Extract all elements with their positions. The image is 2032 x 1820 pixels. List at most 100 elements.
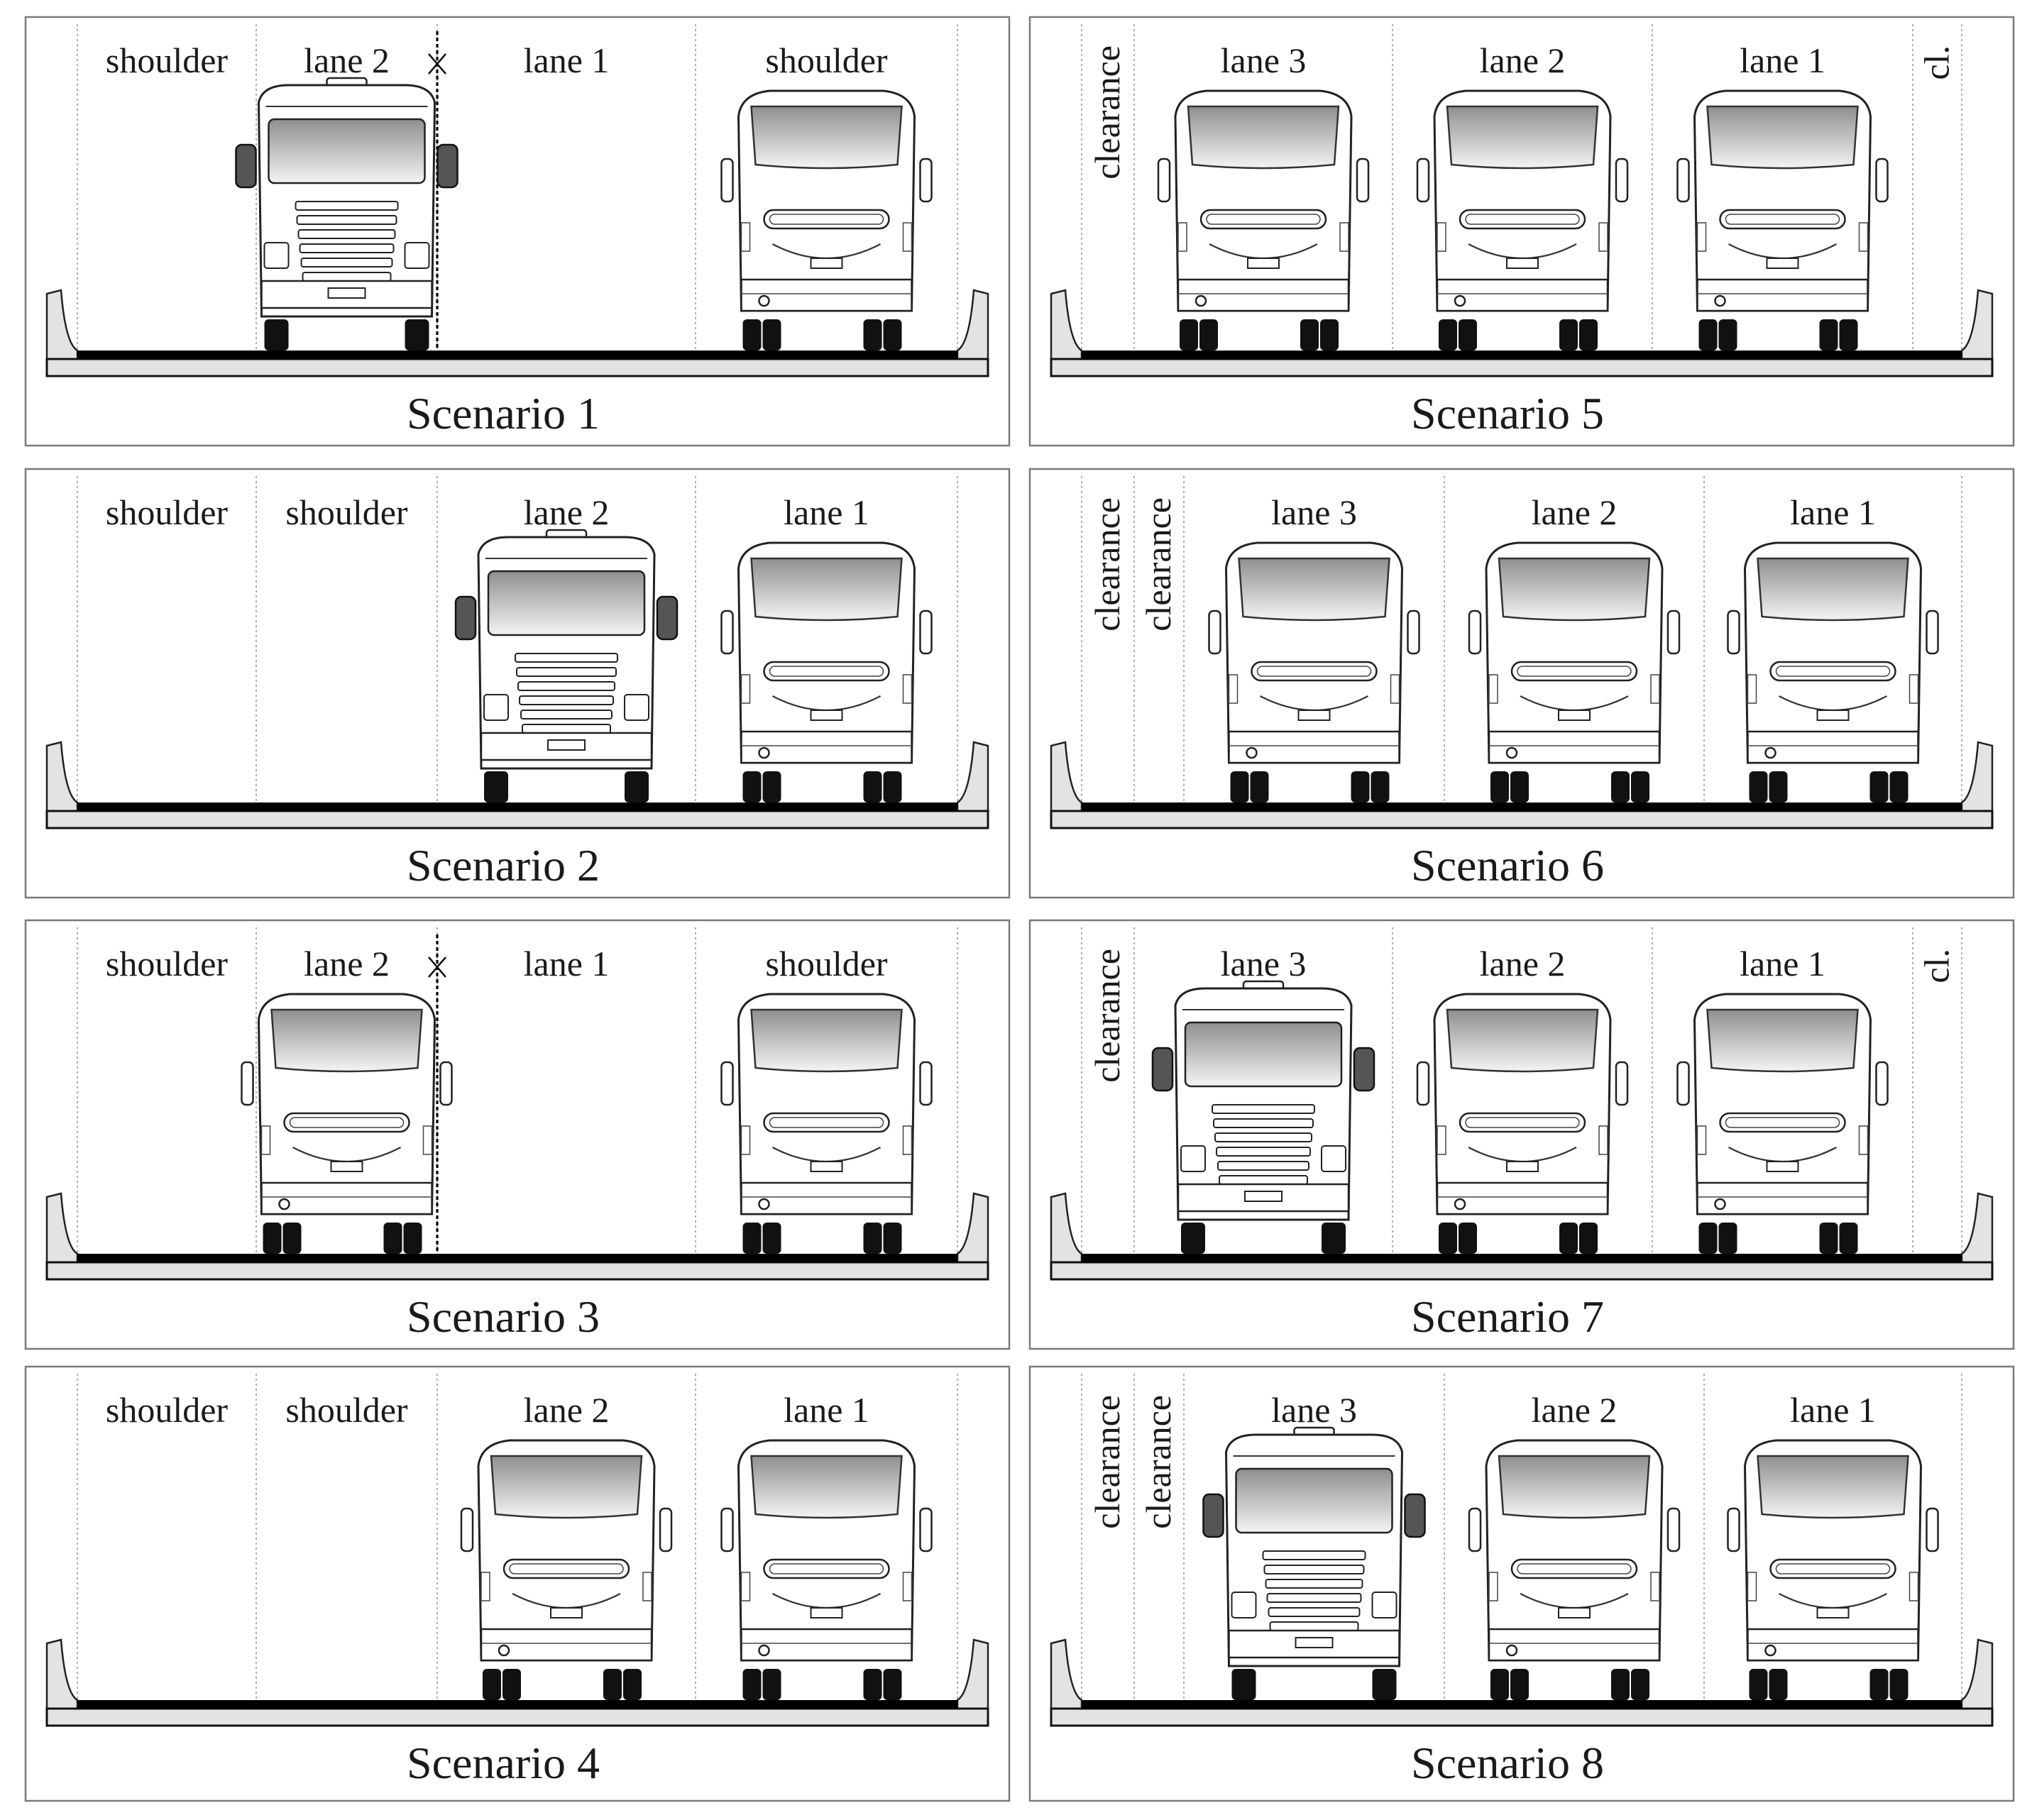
lane-label: lane 2 xyxy=(304,40,390,80)
lane-label: lane 3 xyxy=(1221,944,1307,983)
lane-label: lane 2 xyxy=(1480,944,1566,983)
scenario-caption: Scenario 7 xyxy=(1411,1291,1604,1342)
truck-front-icon xyxy=(1202,1426,1426,1700)
lane-label: shoulder xyxy=(285,1390,408,1430)
scenario-panel: shoulder shoulder lane 2 lane 1 Scenario 4 xyxy=(24,1365,1011,1802)
bus-front-icon xyxy=(1157,89,1370,351)
left-barrier xyxy=(45,289,79,360)
lane-label: lane 2 xyxy=(304,944,390,983)
scenario-panel: clearance lane 3 lane 2 lane 1 cl. Scenario 5 xyxy=(1028,16,2015,447)
scenario-panel: clearance lane 3 lane 2 lane 1 cl. Scenario 7 xyxy=(1028,919,2015,1350)
lane-label: lane 1 xyxy=(1740,40,1825,80)
right-barrier xyxy=(956,741,989,812)
road-surface xyxy=(1082,803,1962,811)
scenario-caption: Scenario 1 xyxy=(407,388,600,439)
center-line-marker-icon xyxy=(428,53,446,75)
lane-label: lane 2 xyxy=(1480,40,1566,80)
lane-label: cl. xyxy=(1917,45,1957,80)
lane-label: shoulder xyxy=(106,492,229,532)
lane-label: shoulder xyxy=(106,1390,229,1430)
lane-label: lane 2 xyxy=(1532,492,1618,532)
lane-label: lane 1 xyxy=(524,944,610,983)
road-surface xyxy=(77,1254,957,1262)
right-barrier xyxy=(1960,1192,1994,1264)
right-barrier xyxy=(1960,1638,1994,1710)
road-slab xyxy=(1050,810,1994,829)
lane-label: lane 2 xyxy=(1532,1390,1618,1430)
lane-label: clearance xyxy=(1138,497,1178,632)
bus-front-icon xyxy=(1676,993,1889,1254)
road-slab xyxy=(1050,1707,1994,1727)
road-surface xyxy=(1082,1700,1962,1709)
road-surface xyxy=(1082,1254,1962,1262)
lane-label: clearance xyxy=(1087,1395,1127,1529)
scenario-caption: Scenario 5 xyxy=(1411,388,1604,439)
lane-label: lane 2 xyxy=(524,492,610,532)
bus-front-icon xyxy=(1416,993,1629,1254)
bus-front-icon xyxy=(241,993,453,1254)
left-barrier xyxy=(45,1192,79,1264)
road-surface xyxy=(77,1700,957,1709)
lane-label: shoulder xyxy=(106,944,229,983)
scenario-panel: shoulder shoulder lane 2 lane 1 Scenario 2 xyxy=(24,468,1011,899)
lane-label: lane 1 xyxy=(524,40,610,80)
lane-label: lane 1 xyxy=(1740,944,1825,983)
bus-front-icon xyxy=(460,1439,673,1700)
right-barrier xyxy=(1960,289,1994,360)
scenario-caption: Scenario 8 xyxy=(1411,1738,1604,1788)
right-barrier xyxy=(956,1638,989,1710)
lane-label: cl. xyxy=(1917,949,1957,983)
lane-label: lane 2 xyxy=(524,1390,610,1430)
left-barrier xyxy=(1050,1192,1083,1264)
scenario-caption: Scenario 2 xyxy=(407,840,600,890)
bus-front-icon xyxy=(1727,1439,1939,1700)
lane-label: lane 3 xyxy=(1271,492,1357,532)
bus-front-icon xyxy=(1208,541,1420,803)
bus-front-icon xyxy=(720,993,933,1254)
road-slab xyxy=(45,1707,989,1727)
right-barrier xyxy=(1960,741,1994,812)
left-barrier xyxy=(1050,289,1083,360)
lane-label: shoulder xyxy=(285,492,408,532)
road-surface xyxy=(77,351,957,359)
left-barrier xyxy=(45,1638,79,1710)
right-barrier xyxy=(956,1192,989,1264)
right-barrier xyxy=(956,289,989,360)
truck-front-icon xyxy=(235,77,458,351)
road-surface xyxy=(1082,351,1962,359)
left-barrier xyxy=(1050,741,1083,812)
lane-label: lane 1 xyxy=(1790,492,1876,532)
bus-front-icon xyxy=(720,1439,933,1700)
bus-front-icon xyxy=(1727,541,1939,803)
left-barrier xyxy=(1050,1638,1083,1710)
lane-label: clearance xyxy=(1087,497,1127,632)
lane-label: lane 1 xyxy=(1790,1390,1876,1430)
road-slab xyxy=(45,1261,989,1281)
lane-label: clearance xyxy=(1087,949,1127,1083)
lane-label: lane 1 xyxy=(784,1390,869,1430)
lane-label: clearance xyxy=(1087,45,1127,180)
lane-label: shoulder xyxy=(106,40,229,80)
bus-front-icon xyxy=(720,541,933,803)
bus-front-icon xyxy=(1416,89,1629,351)
scenario-panel: clearance clearance lane 3 lane 2 lane 1 Scen… xyxy=(1028,468,2015,899)
lane-label: lane 3 xyxy=(1221,40,1307,80)
road-slab xyxy=(1050,1261,1994,1281)
center-line-marker-icon xyxy=(428,956,446,978)
bus-front-icon xyxy=(1468,541,1681,803)
scenario-caption: Scenario 6 xyxy=(1411,840,1604,890)
road-surface xyxy=(77,803,957,811)
left-barrier xyxy=(45,741,79,812)
scenario-caption: Scenario 4 xyxy=(407,1738,600,1788)
lane-label: shoulder xyxy=(765,40,888,80)
lane-label: lane 1 xyxy=(784,492,869,532)
bus-front-icon xyxy=(1676,89,1889,351)
scenario-caption: Scenario 3 xyxy=(407,1291,600,1342)
lane-label: shoulder xyxy=(765,944,888,983)
bus-front-icon xyxy=(1468,1439,1681,1700)
road-slab xyxy=(45,810,989,829)
lane-label: lane 3 xyxy=(1271,1390,1357,1430)
